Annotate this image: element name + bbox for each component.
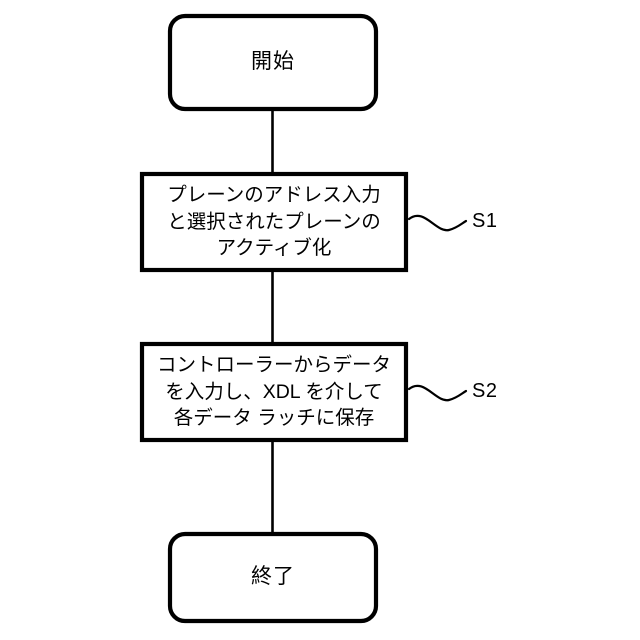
step2-reference-tag: S2 <box>472 380 498 402</box>
step1-reference-tag: S1 <box>472 210 498 232</box>
step1-node-shape <box>139 171 409 273</box>
step2-node-shape <box>139 341 409 443</box>
leader-line-s2 <box>407 384 468 402</box>
end-node-shape <box>167 531 379 624</box>
start-node-shape <box>167 13 379 112</box>
leader-line-s1 <box>407 214 468 232</box>
